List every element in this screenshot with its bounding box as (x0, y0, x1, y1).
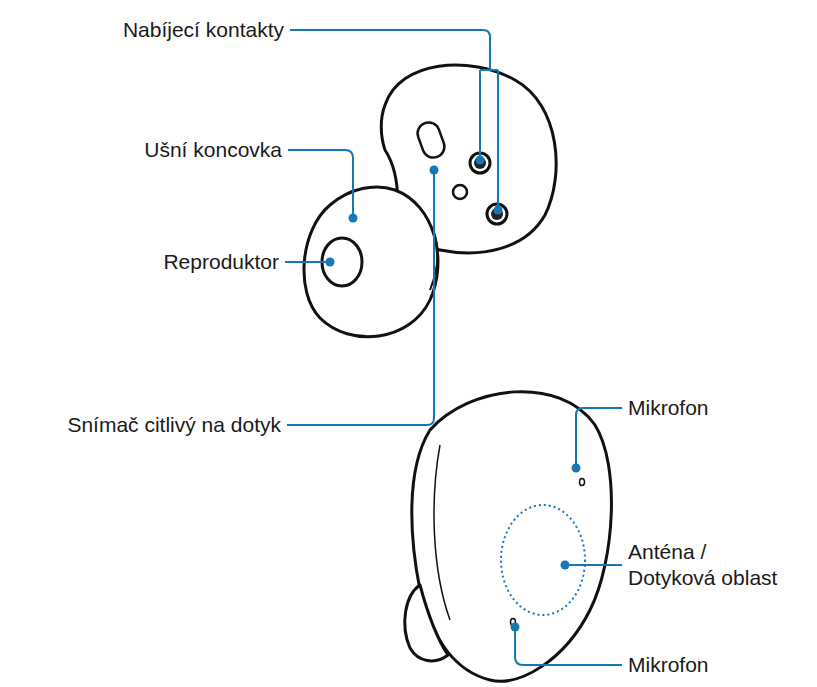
part-label: Ušní koncovka (144, 137, 282, 163)
part-label: Nabíjecí kontakty (123, 17, 284, 43)
part-label: Anténa / Dotyková oblast (628, 539, 798, 592)
part-label: Reproduktor (163, 249, 279, 275)
part-label: Mikrofon (628, 395, 709, 421)
part-label: Mikrofon (628, 652, 709, 678)
part-label: Snímač citlivý na dotyk (67, 412, 281, 438)
